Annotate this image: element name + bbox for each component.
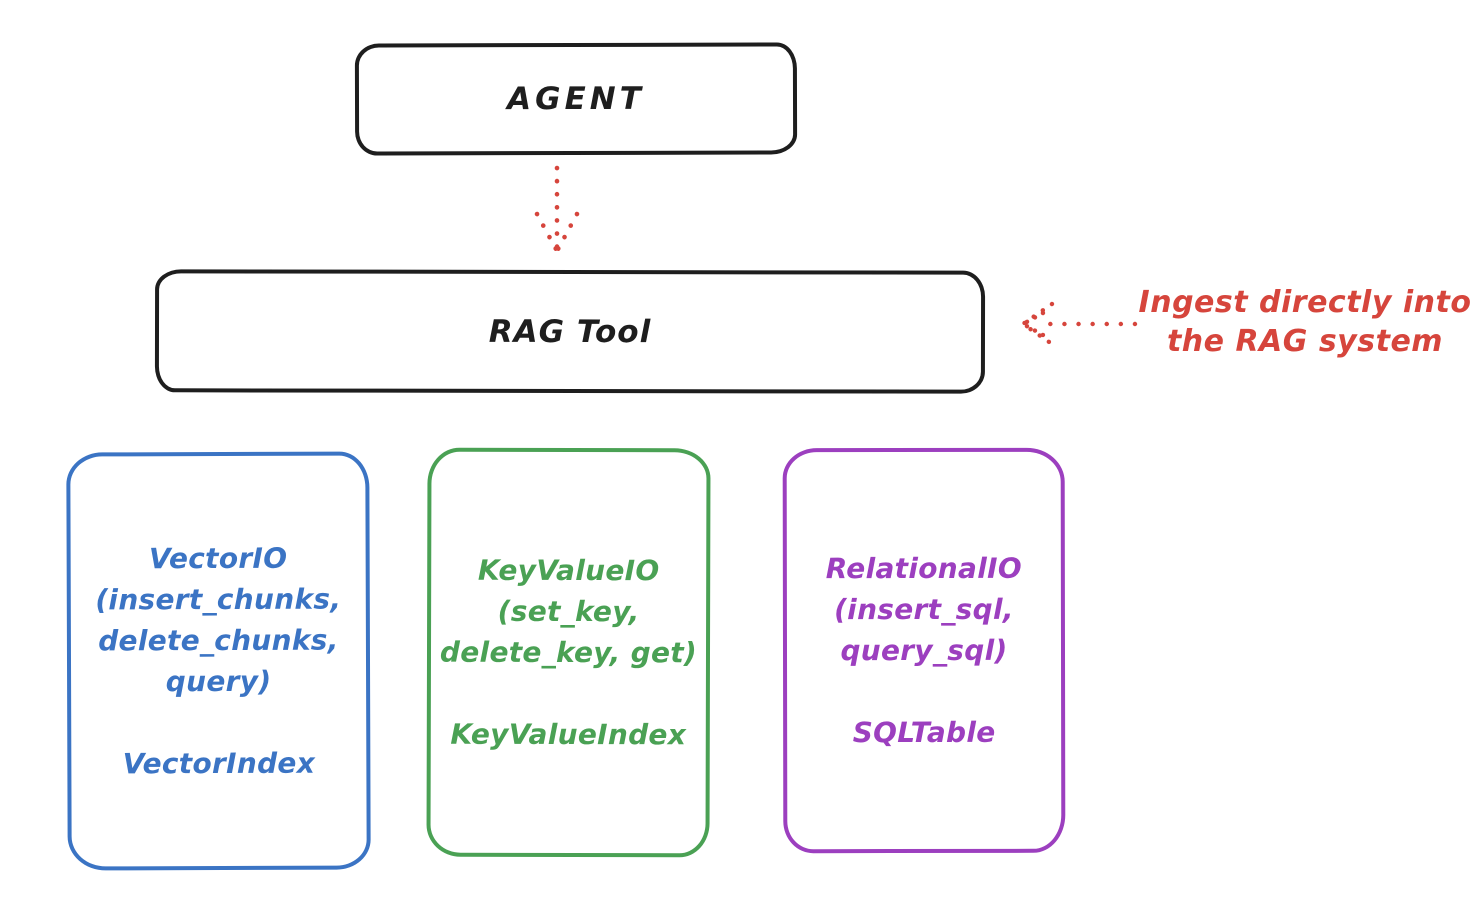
- agent-node: AGENT: [354, 42, 798, 156]
- relational-io-node: RelationalIO (insert_sql, query_sql) SQL…: [782, 447, 1066, 854]
- ingest-annotation-line1: Ingest directly into: [1138, 285, 1472, 320]
- index-label: VectorIndex: [122, 746, 316, 781]
- io-methods-line: query): [165, 664, 272, 699]
- left-arrow-icon: [1018, 301, 1138, 347]
- io-methods-line: delete_key, get): [439, 635, 698, 670]
- relational-io-text: RelationalIO (insert_sql, query_sql) SQL…: [826, 548, 1022, 753]
- io-methods-line: query_sql): [840, 633, 1008, 668]
- io-title: RelationalIO: [825, 551, 1022, 586]
- vector-io-text: VectorIO (insert_chunks, delete_chunks, …: [95, 538, 342, 785]
- keyvalue-io-text: KeyValueIO (set_key, delete_key, get) Ke…: [440, 550, 698, 756]
- ingest-annotation: Ingest directly into the RAG system: [1130, 283, 1480, 361]
- io-methods-line: (insert_chunks,: [95, 582, 342, 617]
- index-label: SQLTable: [852, 715, 996, 750]
- io-methods-line: delete_chunks,: [98, 623, 339, 658]
- io-methods-line: (insert_sql,: [834, 592, 1014, 627]
- index-label: KeyValueIndex: [450, 717, 687, 752]
- vector-io-node: VectorIO (insert_chunks, delete_chunks, …: [66, 451, 371, 871]
- agent-label: AGENT: [507, 80, 645, 118]
- keyvalue-io-node: KeyValueIO (set_key, delete_key, get) Ke…: [426, 447, 711, 858]
- io-methods-line: (set_key,: [497, 594, 640, 629]
- rag-tool-node: RAG Tool: [154, 269, 986, 394]
- down-arrow-icon: [534, 165, 580, 254]
- rag-tool-label: RAG Tool: [488, 313, 652, 350]
- io-title: VectorIO: [148, 541, 288, 576]
- ingest-annotation-line2: the RAG system: [1166, 324, 1444, 359]
- io-title: KeyValueIO: [477, 553, 660, 588]
